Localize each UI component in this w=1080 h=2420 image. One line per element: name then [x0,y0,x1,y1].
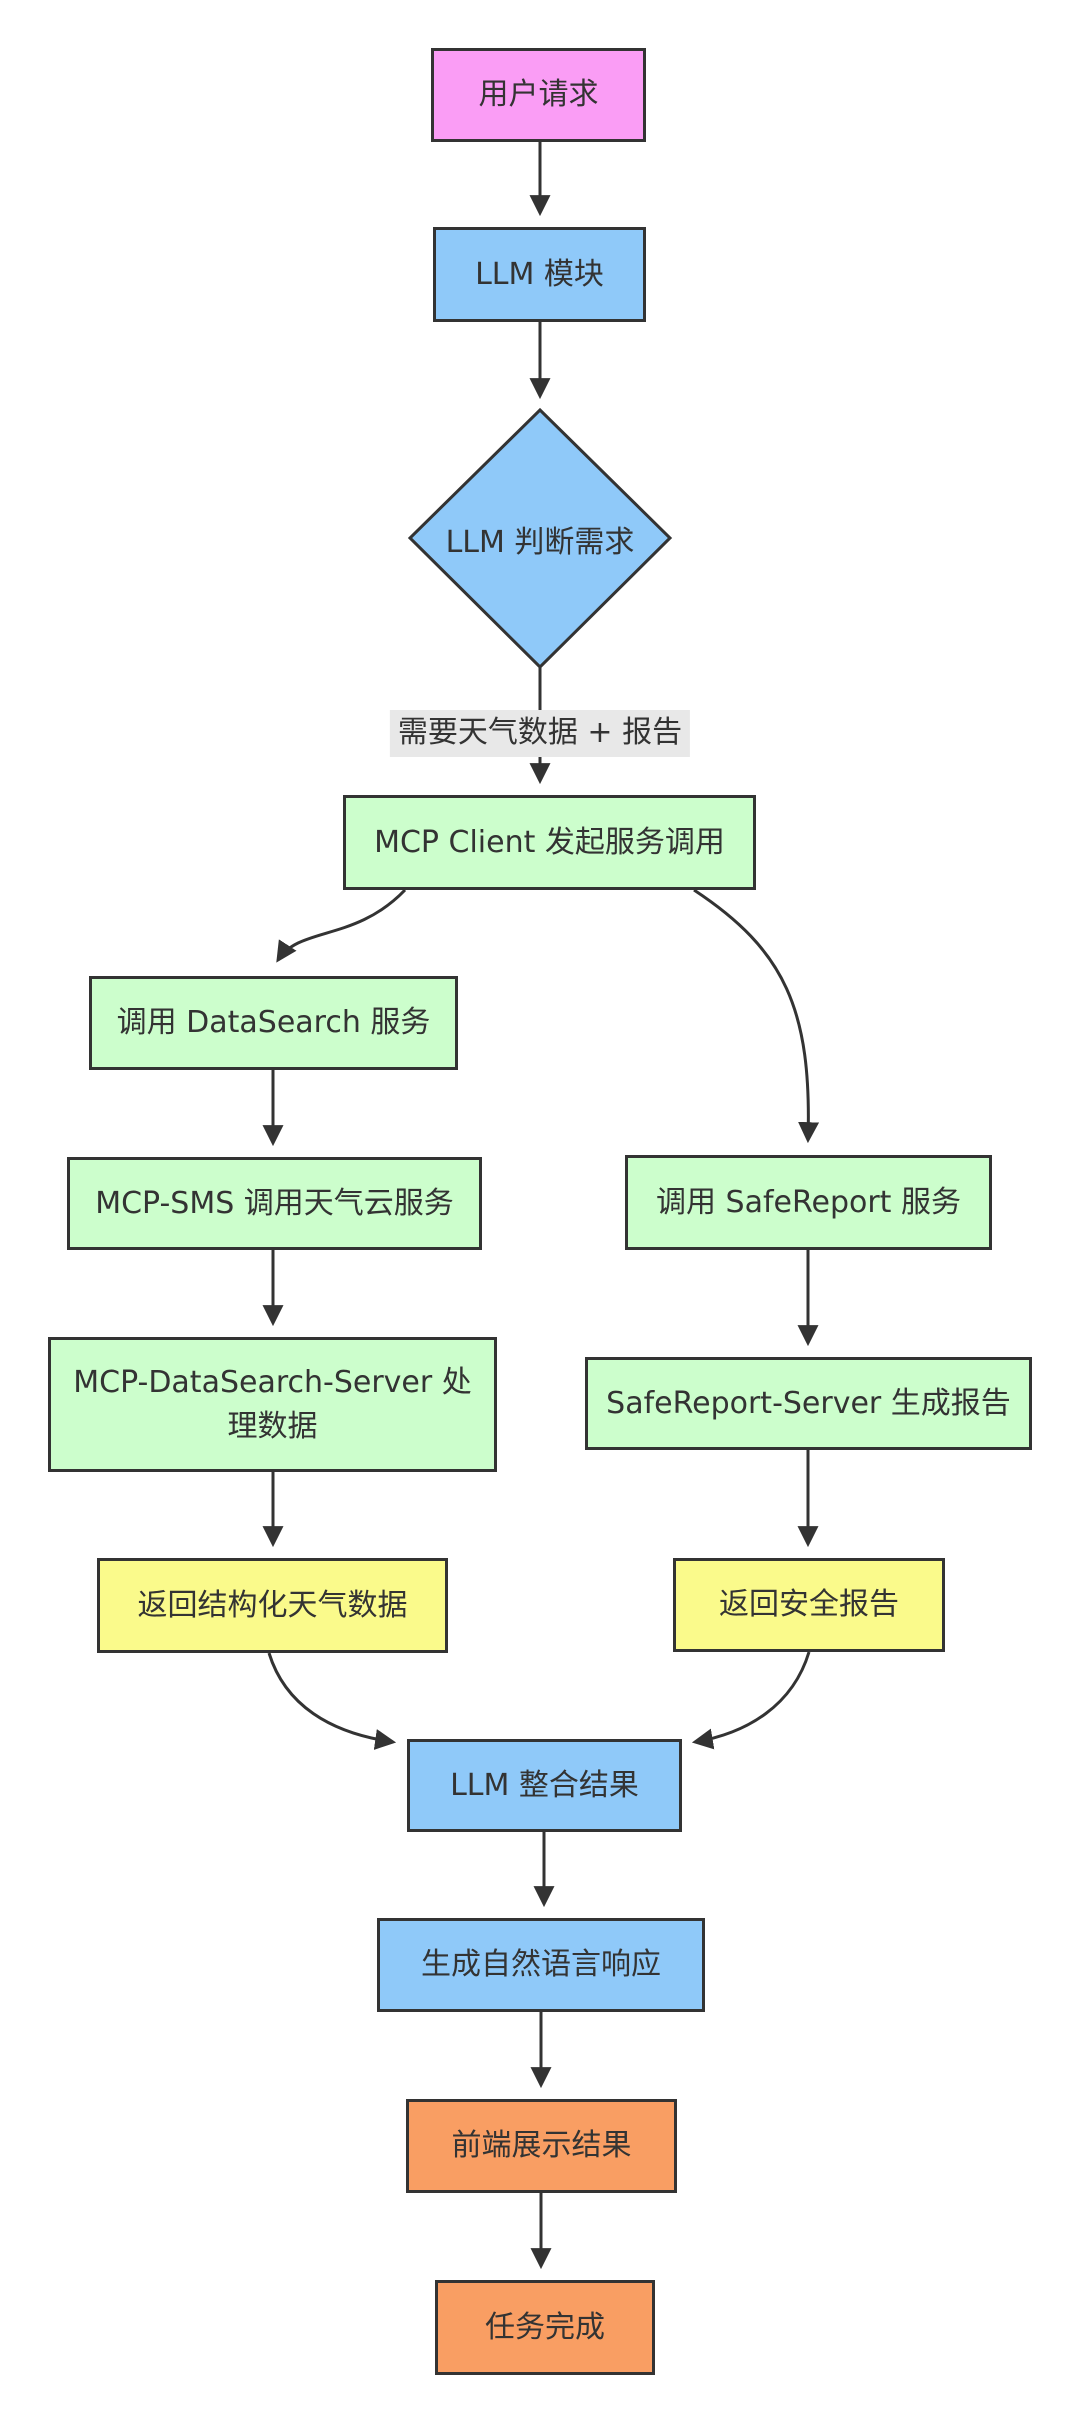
node-task-done: 任务完成 [435,2280,655,2375]
node-llm-decision-label: LLM 判断需求 [445,524,635,560]
node-return-safety-report: 返回安全报告 [673,1558,945,1652]
node-call-datasearch: 调用 DataSearch 服务 [89,976,458,1070]
edge-mcpclient-to-safereport [693,888,820,1144]
node-llm-module: LLM 模块 [433,227,646,322]
edge-weatherdata-to-merge [267,1652,397,1750]
node-datasearch-server: MCP-DataSearch-Server 处理数据 [48,1337,497,1472]
edge-report-to-merge [691,1651,811,1750]
node-llm-merge: LLM 整合结果 [407,1739,682,1832]
edge-mcpclient-to-datasearch [276,888,407,963]
node-llm-decision-shape [407,407,673,670]
node-return-weather-data: 返回结构化天气数据 [97,1558,448,1653]
node-safereport-server: SafeReport-Server 生成报告 [585,1357,1032,1450]
node-frontend-display: 前端展示结果 [406,2099,677,2193]
node-call-safereport: 调用 SafeReport 服务 [625,1155,992,1250]
node-mcp-sms: MCP-SMS 调用天气云服务 [67,1157,482,1250]
node-gen-nl-response: 生成自然语言响应 [377,1918,705,2012]
edge-label-weather-report: 需要天气数据 + 报告 [389,710,691,757]
node-user-request: 用户请求 [431,48,646,142]
node-mcp-client: MCP Client 发起服务调用 [343,795,756,890]
